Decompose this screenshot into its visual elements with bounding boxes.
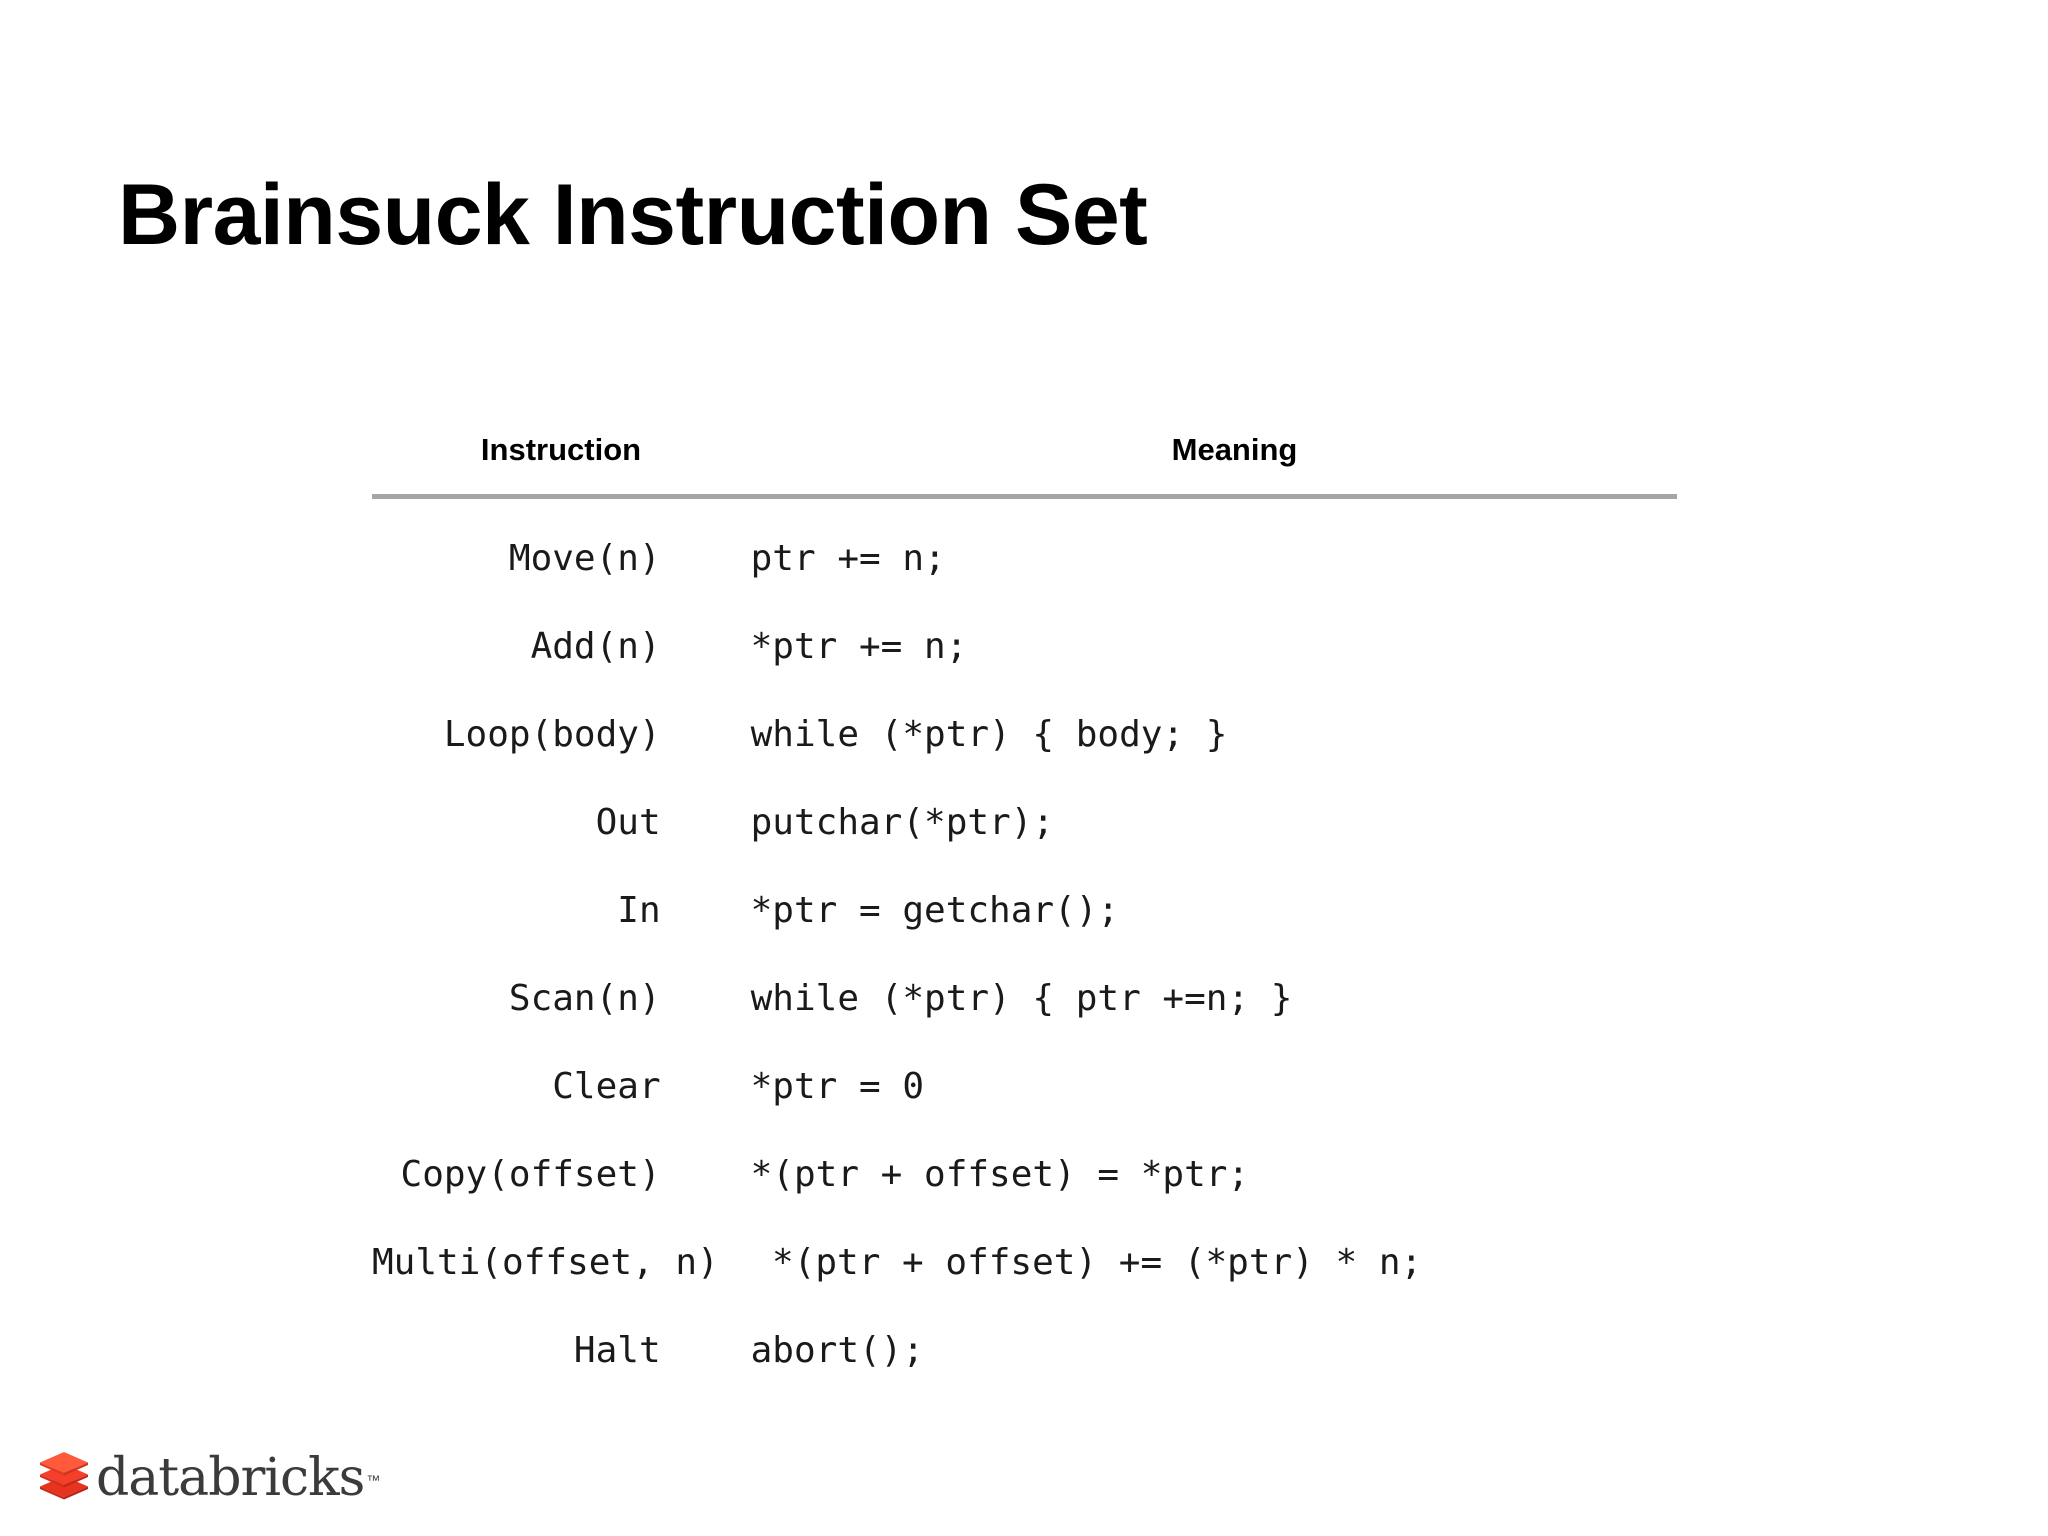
table-row: Out putchar(*ptr); (372, 779, 1677, 867)
table-row: Halt abort(); (372, 1307, 1677, 1395)
table-row: Move(n) ptr += n; (372, 515, 1677, 603)
column-header-instruction: Instruction (480, 432, 642, 467)
cell-instruction: Loop(body) (443, 714, 661, 755)
header-divider (372, 494, 1677, 499)
table-row: Scan(n) while (*ptr) { ptr +=n; } (372, 955, 1677, 1043)
trademark-symbol: ™ (366, 1472, 380, 1488)
table-row: Add(n) *ptr += n; (372, 603, 1677, 691)
cell-instruction: Halt (573, 1330, 661, 1371)
table-row: Clear *ptr = 0 (372, 1043, 1677, 1131)
page-title: Brainsuck Instruction Set (118, 167, 1148, 263)
cell-instruction: Out (595, 802, 661, 843)
cell-meaning: ptr += n; (750, 538, 946, 579)
cell-meaning: *ptr += n; (750, 626, 968, 667)
databricks-bricks-icon (38, 1450, 90, 1500)
cell-meaning: *ptr = 0 (750, 1066, 925, 1107)
cell-meaning: while (*ptr) { body; } (750, 714, 1228, 755)
cell-instruction: Copy(offset) (400, 1154, 661, 1195)
table-body: Move(n) ptr += n; Add(n) *ptr += n; Loop(bod… (372, 515, 1677, 1395)
cell-meaning: *ptr = getchar(); (750, 890, 1120, 931)
cell-instruction: Scan(n) (508, 978, 661, 1019)
cell-instruction: Add(n) (530, 626, 661, 667)
databricks-wordmark-text: databricks (96, 1448, 365, 1508)
instruction-set-table: Instruction Meaning Move(n) ptr += n; Add(… (372, 430, 1677, 1395)
table-row: In *ptr = getchar(); (372, 867, 1677, 955)
cell-meaning: abort(); (750, 1330, 925, 1371)
table-row: Copy(offset) *(ptr + offset) = *ptr; (372, 1131, 1677, 1219)
table-header-row: Instruction Meaning (372, 430, 1677, 492)
table-row: Loop(body) while (*ptr) { body; } (372, 691, 1677, 779)
cell-instruction: In (617, 890, 661, 931)
cell-meaning: *(ptr + offset) = *ptr; (750, 1154, 1250, 1195)
cell-instruction: Move(n) (508, 538, 661, 579)
cell-meaning: putchar(*ptr); (750, 802, 1055, 843)
column-header-meaning: Meaning (1171, 432, 1298, 467)
cell-meaning: *(ptr + offset) += (*ptr) * n; (772, 1242, 1423, 1283)
table-row: Multi(offset, n) *(ptr + offset) += (*ptr… (372, 1219, 1677, 1307)
cell-meaning: while (*ptr) { ptr +=n; } (750, 978, 1293, 1019)
cell-instruction: Clear (552, 1066, 661, 1107)
cell-instruction: Multi(offset, n) (372, 1242, 719, 1283)
